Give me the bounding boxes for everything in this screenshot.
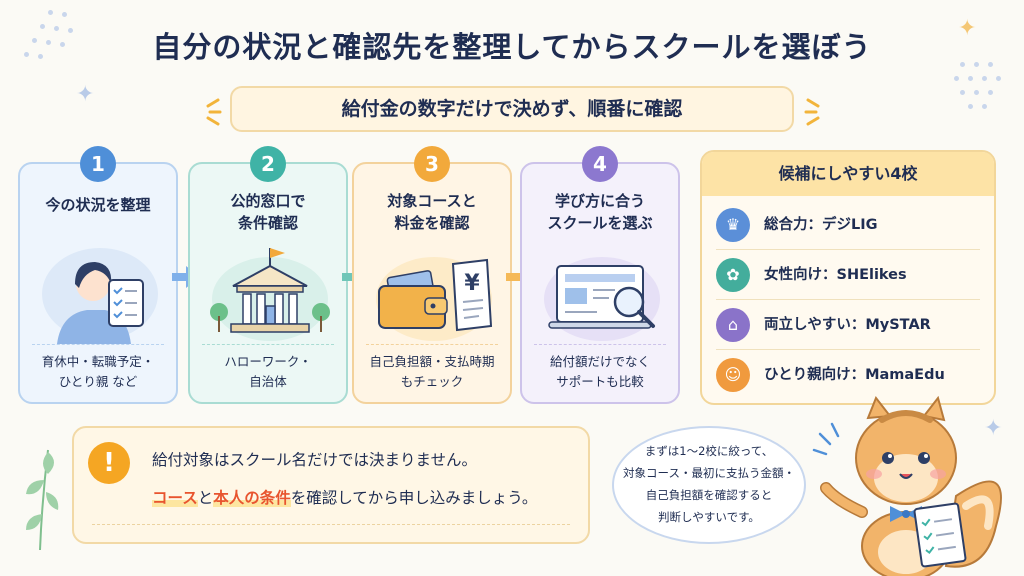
candidate-schools-panel: 候補にしやすい4校 ♛ 総合力：デジLIG ✿ 女性向け：SHElikes ⌂ … [700,150,996,405]
note-line-2: コースと本人の条件を確認してから申し込みましょう。 [152,489,538,507]
step-number-badge: 1 [80,146,116,182]
step-divider [32,344,164,345]
candidate-label: ひとり親向け：MamaEdu [764,367,945,383]
burst-icon [804,98,820,126]
step-title: 今の状況を整理 [45,196,151,214]
step-divider [366,344,498,345]
divider [716,299,980,300]
flower-icon: ✿ [716,258,750,292]
public-office-building-illustration [210,248,330,341]
step-title: 対象コースと料金を確認 [387,192,477,232]
laptop-magnifier-illustration [544,257,660,341]
step-description: ハローワーク・自治体 [224,354,312,389]
subtitle-banner: 給付金の数字だけで決めず、順番に確認 [230,86,794,132]
step-card-2: 2 公的窓口で条件確認 ハローワーク・自治体 [188,146,348,404]
note-divider [92,524,570,525]
house-icon: ⌂ [716,308,750,342]
divider [716,249,980,250]
exclamation-icon: ! [88,442,130,484]
speech-bubble: まずは1～2校に絞って、対象コース・最初に支払う金額・自己負担額を確認すると判断… [612,426,806,544]
candidate-item: ♛ 総合力：デジLIG [716,208,982,248]
sparkle-icon: ✦ [984,416,1003,441]
family-icon: ☺ [716,358,750,392]
sparkle-icon: ✦ [76,82,95,107]
yen-mark: ¥ [464,271,480,296]
step-title: 公的窓口で条件確認 [230,192,306,232]
page-title: 自分の状況と確認先を整理してからスクールを選ぼう [152,30,872,64]
candidate-item: ☺ ひとり親向け：MamaEdu [716,358,982,398]
candidate-item: ⌂ 両立しやすい：MySTAR [716,308,982,348]
important-note-box: ! 給付対象はスクール名だけでは決まりません。 コースと本人の条件を確認してから… [72,426,590,544]
note-line-1: 給付対象はスクール名だけでは決まりません。 [152,451,478,469]
squirrel-mascot-icon [812,396,1002,576]
step-description: 育休中・転職予定・ひとり親 など [41,354,155,389]
wallet-receipt-illustration: ¥ [376,257,493,341]
person-checklist-illustration [42,248,158,344]
decorative-dots-top-right [950,62,1020,122]
step-card-3: 3 対象コースと料金を確認 ¥ 自己負担額・支払時期もチェック [352,146,512,404]
step-card-4: 4 学び方に合うスクールを選ぶ 給付額だけでなくサポートも比較 [520,146,680,404]
candidate-label: 総合力：デジLIG [764,217,878,233]
divider [716,349,980,350]
step-card-1: 1 今の状況を整理 育休中・転職予定・ひとり親 など [18,146,178,404]
step-number-badge: 3 [414,146,450,182]
step-description: 給付額だけでなくサポートも比較 [549,354,650,389]
burst-icon [206,98,222,126]
step-description: 自己負担額・支払時期もチェック [369,354,495,389]
step-divider [202,344,334,345]
step-number-badge: 2 [250,146,286,182]
candidate-item: ✿ 女性向け：SHElikes [716,258,982,298]
candidate-label: 女性向け：SHElikes [764,267,907,283]
sparkle-icon: ✦ [958,16,977,41]
step-number-badge: 4 [582,146,618,182]
decorative-dots-top-left [18,10,98,80]
speech-bubble-text: まずは1～2校に絞って、対象コース・最初に支払う金額・自己負担額を確認すると判断… [623,444,795,524]
crown-icon: ♛ [716,208,750,242]
step-divider [534,344,666,345]
step-title: 学び方に合うスクールを選ぶ [547,192,653,232]
candidate-label: 両立しやすい：MySTAR [764,317,931,333]
candidate-schools-heading: 候補にしやすい4校 [702,152,994,196]
leaf-icon [26,449,59,550]
